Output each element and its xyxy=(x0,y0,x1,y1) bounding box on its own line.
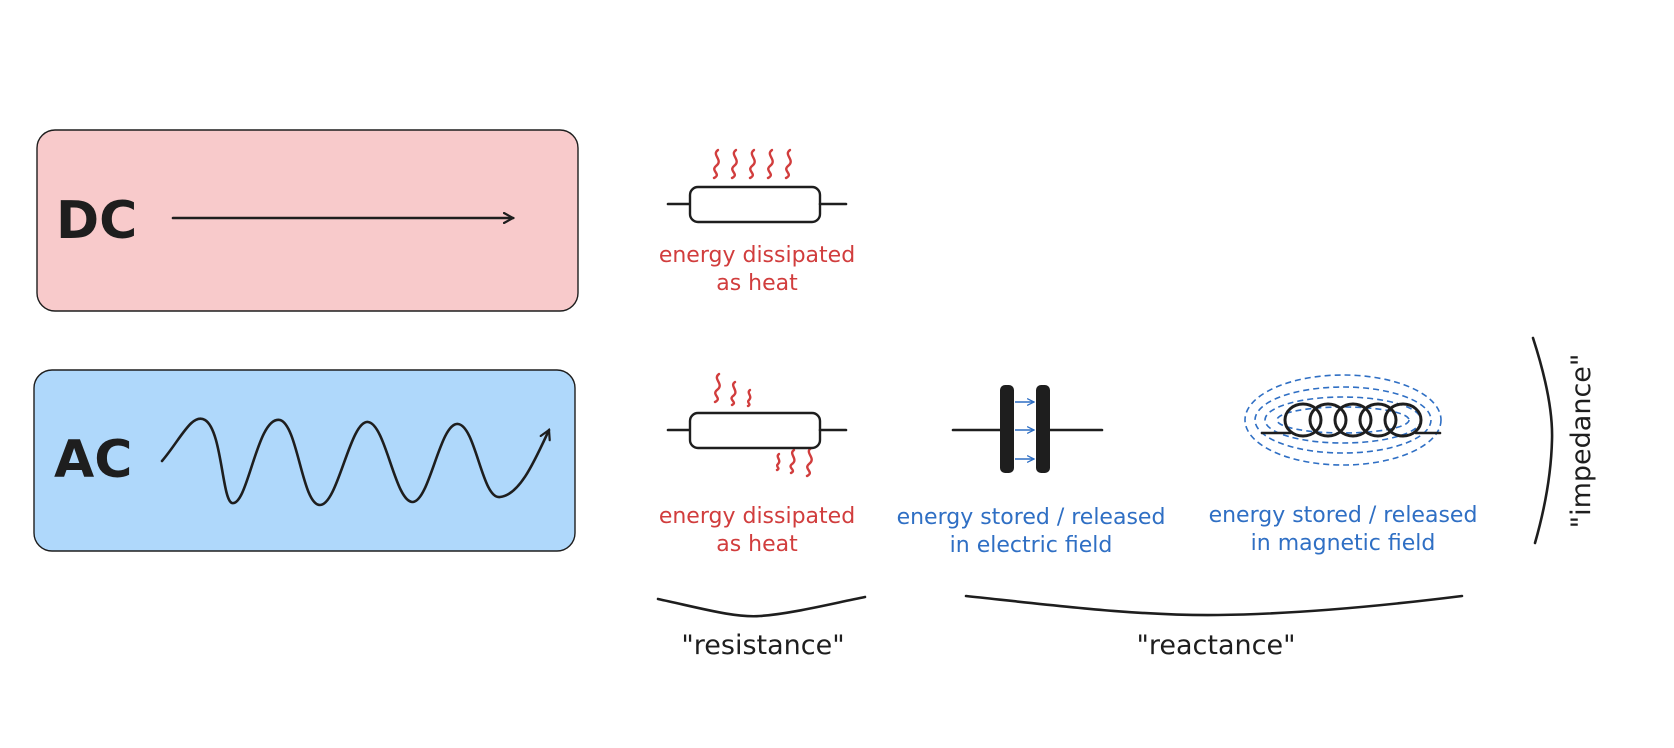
dc-resistor-caption-line2: as heat xyxy=(716,271,798,296)
ac-label: AC xyxy=(54,430,132,490)
impedance-group: "impedance" xyxy=(1531,336,1597,545)
dc-resistor: energy dissipated as heat xyxy=(659,148,855,296)
resistance-label: "resistance" xyxy=(681,630,844,661)
capacitor-caption-line1: energy stored / released xyxy=(897,505,1166,530)
reactance-brace xyxy=(964,594,1464,617)
dc-panel-background xyxy=(36,129,579,312)
impedance-label: "impedance" xyxy=(1566,354,1597,529)
impedance-brace xyxy=(1531,336,1554,545)
ac-panel-background xyxy=(33,369,576,552)
resistance-brace xyxy=(656,595,867,618)
ac-sine-wave xyxy=(160,417,549,507)
resistor-body xyxy=(688,411,822,450)
inductor-caption-line2: in magnetic field xyxy=(1251,531,1436,556)
inductor: energy stored / released in magnetic fie… xyxy=(1209,374,1478,556)
magnetic-field-lines xyxy=(1244,374,1442,466)
dc-label: DC xyxy=(56,191,137,251)
ac-resistor: energy dissipated as heat xyxy=(659,372,855,557)
capacitor-plate-right xyxy=(1036,385,1050,473)
heat-icon xyxy=(713,372,813,478)
reactance-group: "reactance" xyxy=(964,594,1464,661)
capacitor-plate-left xyxy=(1000,385,1014,473)
ac-resistor-caption-line1: energy dissipated xyxy=(659,504,855,529)
heat-icon xyxy=(712,148,792,180)
inductor-caption-line1: energy stored / released xyxy=(1209,503,1478,528)
capacitor: energy stored / released in electric fie… xyxy=(897,385,1166,558)
electric-field-arrows xyxy=(1015,402,1034,459)
ac-panel: AC xyxy=(33,369,576,552)
reactance-label: "reactance" xyxy=(1136,630,1295,661)
dc-panel: DC xyxy=(36,129,579,312)
dc-resistor-caption-line1: energy dissipated xyxy=(659,243,855,268)
inductor-coil xyxy=(1283,402,1423,438)
ac-resistor-caption-line2: as heat xyxy=(716,532,798,557)
resistance-group: "resistance" xyxy=(656,595,867,661)
capacitor-caption-line2: in electric field xyxy=(950,533,1113,558)
resistor-body xyxy=(688,185,822,224)
